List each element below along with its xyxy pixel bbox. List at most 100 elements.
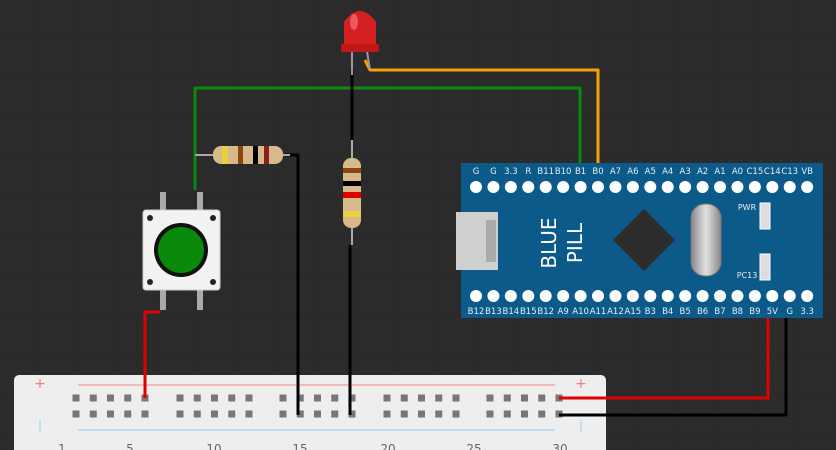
wire-green[interactable] — [193, 86, 582, 190]
breadboard-hole[interactable] — [383, 394, 391, 402]
pin-a2[interactable] — [696, 181, 709, 193]
pin-a1[interactable] — [714, 181, 727, 193]
breadboard-hole[interactable] — [486, 394, 494, 402]
breadboard-hole[interactable] — [193, 410, 201, 418]
breadboard-hole[interactable] — [72, 410, 80, 418]
pin-a5[interactable] — [644, 181, 657, 193]
breadboard-hole[interactable] — [296, 410, 304, 418]
pushbutton-green[interactable] — [142, 192, 221, 310]
breadboard-hole[interactable] — [141, 410, 149, 418]
breadboard-hole[interactable] — [314, 410, 321, 418]
pin-c14[interactable] — [766, 181, 779, 193]
breadboard-hole[interactable] — [296, 394, 304, 402]
breadboard-hole[interactable] — [228, 394, 236, 402]
pin-b4[interactable] — [661, 290, 674, 302]
pin-5v[interactable] — [766, 290, 779, 302]
breadboard-hole[interactable] — [72, 394, 80, 402]
breadboard-hole[interactable] — [400, 394, 408, 402]
pin-g[interactable] — [487, 181, 500, 193]
button-cap[interactable] — [158, 227, 204, 273]
breadboard-hole[interactable] — [107, 410, 114, 418]
breadboard-hole[interactable] — [193, 394, 201, 402]
breadboard-hole[interactable] — [107, 394, 114, 402]
pin-3_3[interactable] — [504, 181, 517, 193]
pin-b14[interactable] — [504, 290, 517, 302]
breadboard-hole[interactable] — [435, 410, 443, 418]
pin-b0[interactable] — [592, 181, 605, 193]
pin-b15[interactable] — [522, 290, 535, 302]
pin-g[interactable] — [470, 181, 482, 193]
pin-b10[interactable] — [557, 181, 570, 193]
pin-b6[interactable] — [696, 290, 709, 302]
wire-red-button[interactable] — [143, 310, 160, 398]
breadboard-hole[interactable] — [435, 394, 443, 402]
pin-b1[interactable] — [574, 181, 587, 193]
pin-c15[interactable] — [748, 181, 761, 193]
pin-a6[interactable] — [626, 181, 639, 193]
pin-b12[interactable] — [470, 290, 482, 302]
pin-a11[interactable] — [592, 290, 605, 302]
pin-r[interactable] — [522, 181, 535, 193]
pin-a12[interactable] — [609, 290, 622, 302]
breadboard-hole[interactable] — [245, 410, 253, 418]
led-red[interactable] — [341, 11, 379, 75]
resistor-vertical[interactable] — [343, 140, 361, 245]
breadboard-hole[interactable] — [348, 394, 356, 402]
breadboard-hole[interactable] — [400, 410, 408, 418]
breadboard-hole[interactable] — [331, 410, 339, 418]
pin-b13[interactable] — [487, 290, 500, 302]
pin-a10[interactable] — [574, 290, 587, 302]
pin-b11[interactable] — [539, 181, 552, 193]
breadboard-hole[interactable] — [383, 410, 391, 418]
pin-c13[interactable] — [783, 181, 796, 193]
breadboard-hole[interactable] — [418, 394, 425, 402]
pin-b5[interactable] — [679, 290, 692, 302]
wire-red-5v[interactable] — [559, 296, 770, 400]
pin-a9[interactable] — [557, 290, 570, 302]
wire-orange[interactable] — [363, 59, 600, 187]
breadboard-hole[interactable] — [348, 410, 356, 418]
pin-b12[interactable] — [539, 290, 552, 302]
breadboard-hole[interactable] — [211, 394, 218, 402]
breadboard-hole[interactable] — [486, 410, 494, 418]
pin-g[interactable] — [783, 290, 796, 302]
breadboard-hole[interactable] — [538, 410, 546, 418]
pin-a15[interactable] — [626, 290, 639, 302]
breadboard-hole[interactable] — [452, 410, 460, 418]
breadboard-hole[interactable] — [521, 394, 528, 402]
breadboard-hole[interactable] — [279, 394, 287, 402]
pin-a0[interactable] — [731, 181, 744, 193]
breadboard-hole[interactable] — [503, 394, 511, 402]
breadboard-hole[interactable] — [124, 394, 132, 402]
pin-a4[interactable] — [661, 181, 674, 193]
breadboard-hole[interactable] — [228, 410, 236, 418]
breadboard-hole[interactable] — [176, 410, 184, 418]
breadboard-hole[interactable] — [418, 410, 425, 418]
breadboard-hole[interactable] — [538, 394, 546, 402]
wire-black-gnd[interactable] — [559, 296, 788, 417]
pin-3_3[interactable] — [801, 290, 814, 302]
breadboard-hole[interactable] — [124, 410, 132, 418]
breadboard-hole[interactable] — [211, 410, 218, 418]
pin-a3[interactable] — [679, 181, 692, 193]
breadboard-hole[interactable] — [331, 394, 339, 402]
pin-a7[interactable] — [609, 181, 622, 193]
breadboard-hole[interactable] — [503, 410, 511, 418]
pin-vb[interactable] — [801, 181, 814, 193]
breadboard-hole[interactable] — [314, 394, 321, 402]
breadboard-hole[interactable] — [176, 394, 184, 402]
breadboard-hole[interactable] — [521, 410, 528, 418]
pin-b8[interactable] — [731, 290, 744, 302]
breadboard-hole[interactable] — [89, 394, 97, 402]
pin-b7[interactable] — [714, 290, 727, 302]
pin-b9[interactable] — [748, 290, 761, 302]
breadboard-hole[interactable] — [452, 394, 460, 402]
breadboard-hole[interactable] — [279, 410, 287, 418]
resistor-horizontal[interactable] — [195, 146, 290, 164]
breadboard-hole[interactable] — [245, 394, 253, 402]
breadboard-hole[interactable] — [89, 410, 97, 418]
pin-b3[interactable] — [644, 290, 657, 302]
